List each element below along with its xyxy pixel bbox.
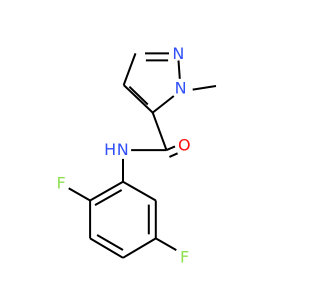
bond-ar1-ar2-double [94, 189, 123, 206]
molecule-canvas: N N O N H F F [56, 44, 217, 266]
bond-ar4-ar5 [122, 237, 157, 259]
bond-c5-carbonyl [151, 112, 168, 151]
atom-f2-label: F [180, 247, 189, 266]
bond-carbonyl-o-double [168, 152, 179, 158]
bond-ar5-f [155, 237, 177, 251]
atom-o-label: O [178, 136, 191, 155]
bond-n2-n1 [177, 60, 181, 79]
atom-nh-label: N [117, 140, 129, 159]
bond-ar6-ar1 [122, 180, 157, 202]
bond-n1-c5 [152, 95, 175, 114]
bond-c4-c3 [122, 53, 137, 86]
atom-f1-label: F [56, 173, 65, 192]
atom-n1-label: N [175, 79, 187, 98]
bond-c5-c4-double [128, 85, 149, 106]
bond-carbonyl-o [166, 145, 176, 152]
atom-n2-label: N [172, 44, 184, 63]
bond-ar2-f [68, 187, 91, 202]
molecule-structure: N N O N H F F [56, 44, 217, 266]
bond-ar1-ar2 [89, 180, 124, 202]
atom-h-label: H [104, 140, 116, 159]
bond-n1-methyl [192, 85, 217, 91]
bond-ar3-ar4-double [96, 234, 124, 251]
bond-ar3-ar4 [89, 237, 124, 259]
bond-c5-c4 [123, 84, 154, 114]
